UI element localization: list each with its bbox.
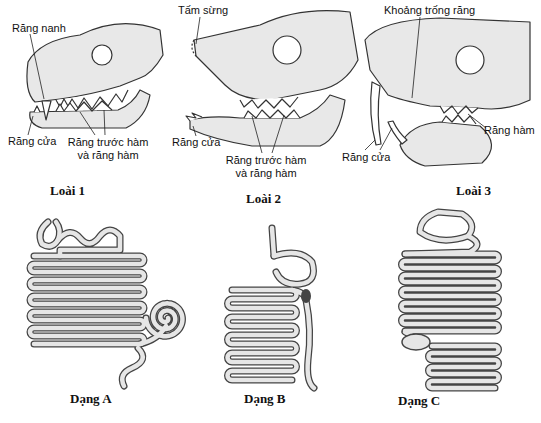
gut-tube xyxy=(272,228,274,256)
leader-line xyxy=(193,126,196,136)
leader-line xyxy=(80,110,105,135)
gut-tube xyxy=(402,254,499,331)
gut-tube xyxy=(58,230,120,256)
eye-orbit xyxy=(456,46,484,74)
teeth-upper xyxy=(240,97,298,108)
caecum xyxy=(301,289,311,303)
gut-tube xyxy=(274,253,314,284)
incisor xyxy=(186,113,202,121)
incisor-lower xyxy=(388,121,407,144)
gut-tube xyxy=(122,348,143,386)
part-label: Răng cửa xyxy=(172,136,220,149)
form-title: Dạng A xyxy=(70,392,112,407)
gut-tube xyxy=(429,346,499,388)
gut-tube xyxy=(420,212,472,240)
skull-lower-jaw xyxy=(400,122,492,166)
gut-tube xyxy=(292,290,314,388)
skull-upper xyxy=(27,24,163,102)
gut-tube xyxy=(40,222,60,246)
part-label: Khoảng trống răng xyxy=(384,4,475,17)
gut-tube xyxy=(420,212,472,240)
gut-tube xyxy=(122,348,143,386)
teeth-lower xyxy=(34,101,112,112)
eye-orbit xyxy=(273,36,301,64)
part-label: Răng cửa xyxy=(8,135,56,148)
eye-orbit xyxy=(92,45,112,65)
species-title: Loài 2 xyxy=(246,192,281,207)
gut-tube xyxy=(146,303,182,336)
part-label: Răng cửa xyxy=(342,151,390,164)
gut-tube xyxy=(30,256,144,344)
form-title: Dạng C xyxy=(398,394,440,409)
skull-lower-jaw xyxy=(30,90,150,128)
teeth-upper xyxy=(440,106,478,114)
gut-tube xyxy=(429,346,499,388)
form-title: Dạng B xyxy=(244,392,286,407)
leader-line xyxy=(468,114,486,128)
gut-tube xyxy=(274,253,314,284)
leader-line xyxy=(30,34,44,99)
leader-line xyxy=(28,116,33,135)
part-label: Răng nanh xyxy=(12,22,66,35)
gut-tube xyxy=(40,222,60,246)
gut-tube xyxy=(292,290,314,388)
leader-line xyxy=(196,17,200,44)
part-label: Răng trước hàm và răng hàm xyxy=(62,136,154,161)
gut-tube xyxy=(402,254,499,331)
part-label: Tấm sừng xyxy=(178,4,228,17)
horny-pad xyxy=(192,40,196,56)
gut-tube xyxy=(30,256,144,344)
gut-tube xyxy=(58,230,120,256)
part-label: Răng hàm xyxy=(484,124,535,137)
leader-line xyxy=(412,17,420,98)
incisor-upper xyxy=(371,82,381,145)
species-title: Loài 1 xyxy=(50,184,85,199)
skull-upper xyxy=(194,11,358,100)
canine-tooth xyxy=(42,101,51,120)
gut-tube xyxy=(272,228,274,256)
gut-tube xyxy=(228,290,297,380)
leader-line xyxy=(365,128,392,150)
leader-line xyxy=(252,115,284,153)
gut-tube xyxy=(405,236,477,254)
part-label: Răng trước hàm và răng hàm xyxy=(220,154,312,179)
skull-upper xyxy=(365,18,530,109)
teeth-upper xyxy=(56,90,128,109)
caecum xyxy=(402,334,430,350)
species-title: Loài 3 xyxy=(456,184,491,199)
gut-tube xyxy=(228,290,297,380)
